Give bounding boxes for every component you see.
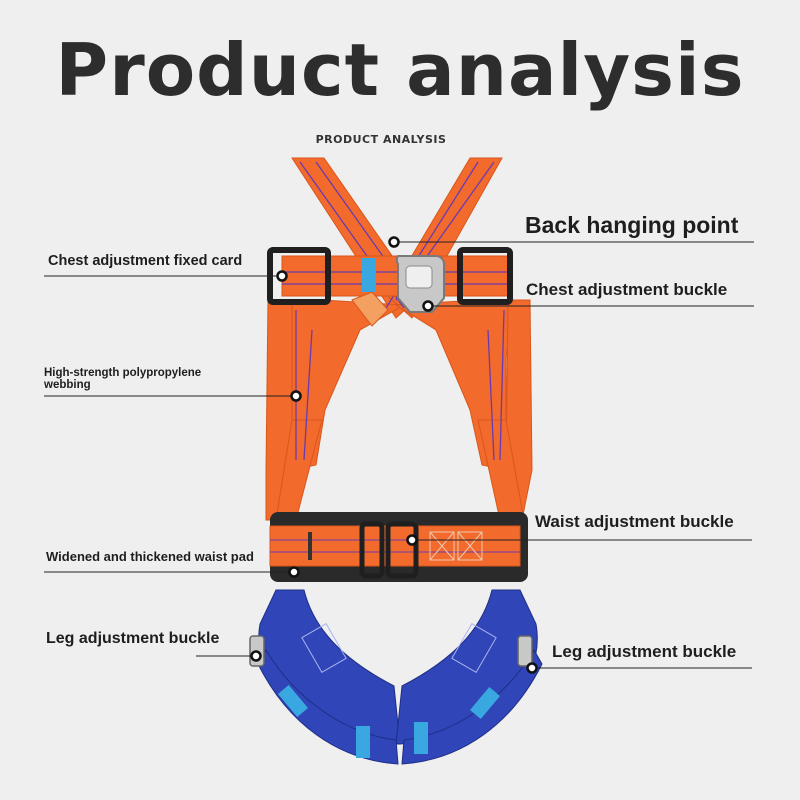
label-waist-pad: Widened and thickened waist pad <box>46 549 254 564</box>
marker-back-hanging-point <box>388 236 400 248</box>
marker-chest-buckle <box>422 300 434 312</box>
leader-lines <box>44 241 754 669</box>
label-chest-adjustment-fixed-card: Chest adjustment fixed card <box>48 253 243 269</box>
marker-leg-buckle-right <box>526 662 538 674</box>
leg-straps <box>257 589 543 765</box>
waist-buckle-left <box>359 521 385 579</box>
waist-buckle-right <box>385 521 419 579</box>
label-webbing: High-strength polypropylene webbing <box>44 367 202 391</box>
chest-fixed-card-right <box>457 247 513 305</box>
marker-leg-buckle-left <box>250 650 262 662</box>
marker-waist-buckle <box>406 534 418 546</box>
page-subtitle: PRODUCT ANALYSIS <box>315 133 447 146</box>
chest-strap <box>281 255 509 297</box>
page-title: Product analysis <box>55 28 745 112</box>
shoulder-straps <box>265 157 533 521</box>
label-leg-buckle-left: Leg adjustment buckle <box>46 630 220 647</box>
label-chest-adjustment-buckle: Chest adjustment buckle <box>526 280 728 299</box>
marker-waist-pad <box>288 566 300 578</box>
leg-buckle-right <box>517 635 533 667</box>
label-back-hanging-point: Back hanging point <box>525 212 739 238</box>
label-leg-buckle-right: Leg adjustment buckle <box>552 642 737 661</box>
label-waist-adjustment-buckle: Waist adjustment buckle <box>535 512 734 531</box>
marker-chest-fixed-card <box>276 270 288 282</box>
chest-keeper <box>362 258 376 292</box>
marker-webbing <box>290 390 302 402</box>
